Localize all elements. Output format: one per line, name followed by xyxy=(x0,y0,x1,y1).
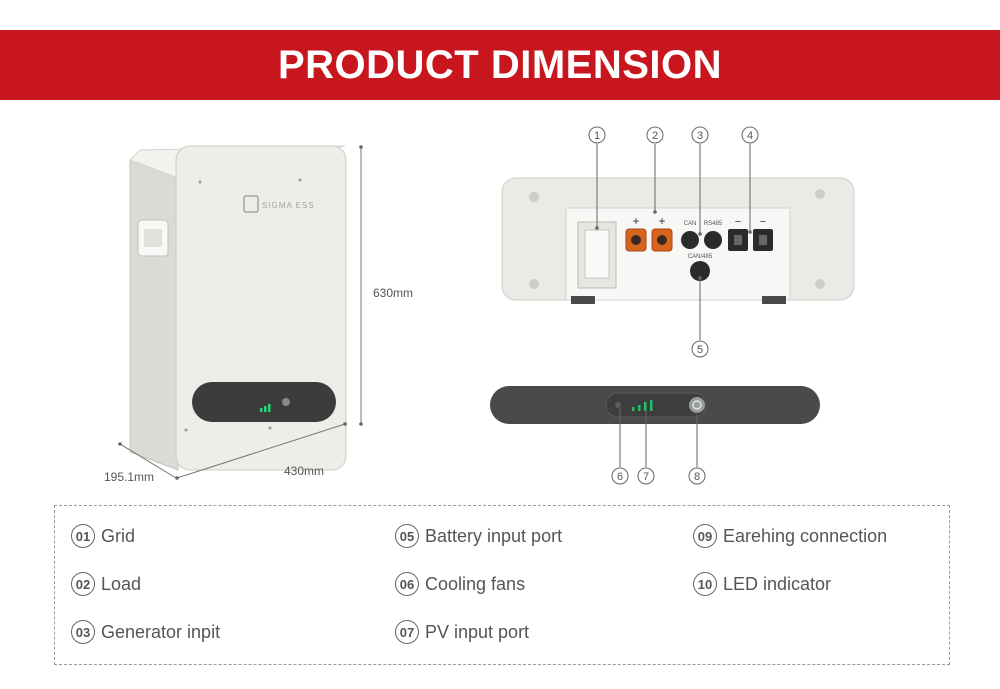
brand-logo-text: SIGMA ESS xyxy=(262,201,315,210)
legend-item-generator: 03 Generator inpit xyxy=(71,620,220,644)
legend-number: 01 xyxy=(71,524,95,548)
led-bar-3 xyxy=(644,402,647,411)
port-label-can: CAN xyxy=(684,221,697,227)
dimension-width: 430mm xyxy=(284,464,325,478)
title-banner: PRODUCT DIMENSION xyxy=(0,30,1000,100)
legend-item-pv-input: 07 PV input port xyxy=(395,620,529,644)
port-label-plus-2: + xyxy=(658,214,665,228)
callout-1: 1 xyxy=(594,130,600,142)
legend-number: 10 xyxy=(693,572,717,596)
dimension-depth: 195.1mm xyxy=(104,470,155,484)
legend-label: Earehing connection xyxy=(723,525,888,546)
legend-label: Load xyxy=(101,573,142,594)
port-sub-label: CAN/485 xyxy=(688,254,713,260)
component-legend: 01 Grid 02 Load 03 Generator inpit 05 Ba… xyxy=(54,505,950,665)
led-bar-2 xyxy=(638,405,641,411)
callout-6: 6 xyxy=(617,471,623,483)
port-label-rs485: RS485 xyxy=(704,221,723,227)
front-indicator-panel xyxy=(490,386,820,424)
port-label-minus-2: − xyxy=(760,216,766,228)
dimension-lines xyxy=(118,145,363,480)
legend-label: Cooling fans xyxy=(425,573,526,594)
callout-leaders xyxy=(595,144,752,340)
cabinet-control-strip xyxy=(192,382,336,422)
legend-number: 09 xyxy=(693,524,717,548)
legend-item-led-indicator: 10 LED indicator xyxy=(693,572,831,596)
legend-number: 03 xyxy=(71,620,95,644)
callout-3: 3 xyxy=(697,130,703,142)
legend-label: Battery input port xyxy=(425,525,563,546)
legend-item-cooling-fans: 06 Cooling fans xyxy=(395,572,525,596)
port-label-plus-1: + xyxy=(632,214,639,228)
port-panel: + + CAN RS485 − − CAN/485 xyxy=(501,177,855,304)
legend-number: 06 xyxy=(395,572,419,596)
dimension-height: 630mm xyxy=(373,286,414,300)
callout-5: 5 xyxy=(697,344,703,356)
cooling-fan-icon xyxy=(615,402,621,408)
legend-item-grid: 01 Grid xyxy=(71,524,135,548)
front-callouts: 6 7 8 xyxy=(611,467,706,485)
callout-8: 8 xyxy=(694,471,700,483)
legend-number: 02 xyxy=(71,572,95,596)
callout-2: 2 xyxy=(652,130,658,142)
legend-number: 07 xyxy=(395,620,419,644)
legend-number: 05 xyxy=(395,524,419,548)
legend-label: PV input port xyxy=(425,621,530,642)
legend-item-battery-input: 05 Battery input port xyxy=(395,524,562,548)
callout-4: 4 xyxy=(747,130,753,142)
led-bar-1 xyxy=(632,407,635,411)
led-bar-4 xyxy=(650,400,653,411)
port-callouts: 1 2 3 4 5 xyxy=(588,126,759,358)
port-label-minus-1: − xyxy=(735,216,741,228)
legend-label: Generator inpit xyxy=(101,621,221,642)
legend-item-earthing: 09 Earehing connection xyxy=(693,524,887,548)
page-title: PRODUCT DIMENSION xyxy=(277,42,723,87)
legend-label: LED indicator xyxy=(723,573,832,594)
battery-cabinet: SIGMA ESS xyxy=(129,145,347,471)
legend-item-load: 02 Load xyxy=(71,572,141,596)
power-button-icon xyxy=(689,397,705,413)
callout-7: 7 xyxy=(643,471,649,483)
front-callout-leaders xyxy=(619,408,698,467)
brand-logo-icon xyxy=(243,195,259,213)
legend-label: Grid xyxy=(101,525,136,546)
